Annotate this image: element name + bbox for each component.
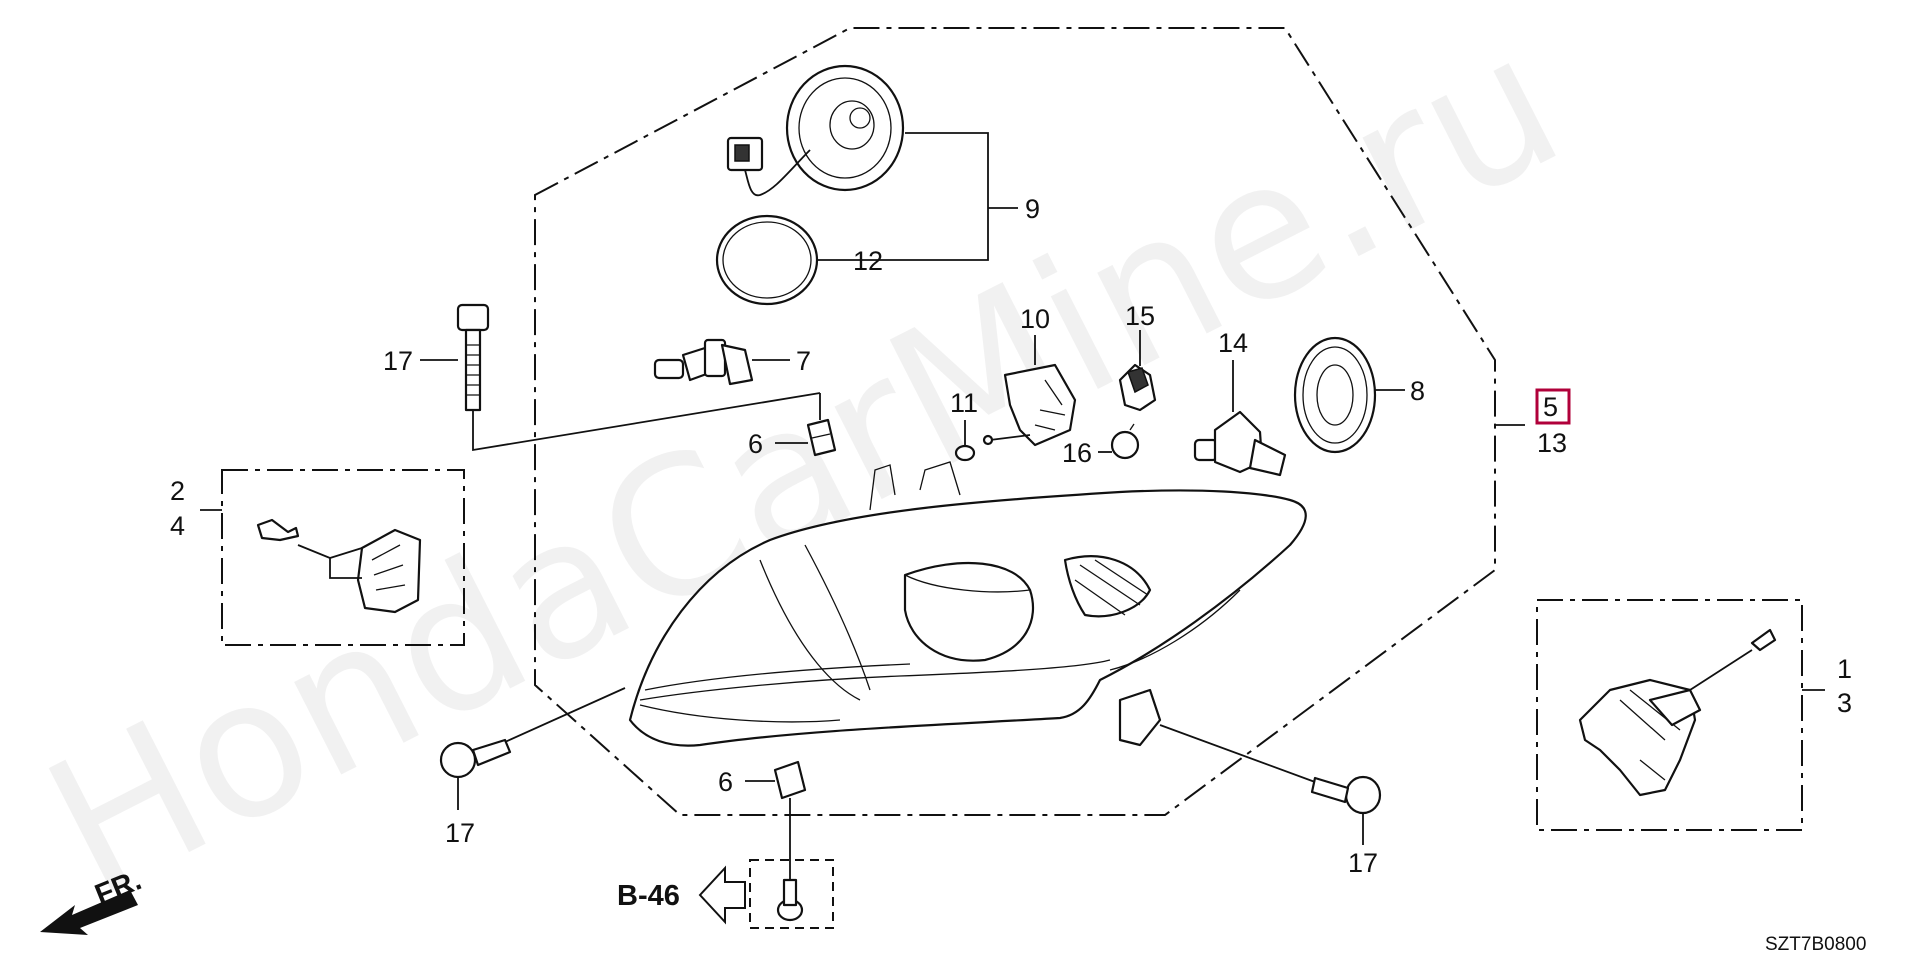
reference-bolt[interactable] (776, 878, 804, 922)
mounting-bracket-right[interactable] (1578, 628, 1777, 797)
label-15[interactable]: 15 (1125, 301, 1155, 331)
label-12[interactable]: 12 (853, 246, 883, 276)
label-4[interactable]: 4 (170, 511, 185, 541)
dust-cover[interactable] (1293, 336, 1377, 454)
leader-9-12 (817, 132, 1018, 261)
label-14[interactable]: 14 (1218, 328, 1248, 358)
leader-1-3 (1689, 649, 1825, 691)
bracket-group-right-boundary (1536, 599, 1803, 831)
leader-17-lower-left (457, 687, 626, 810)
wedge-bulb[interactable] (1110, 423, 1140, 460)
bulb-socket[interactable] (1118, 363, 1157, 412)
leader-6-upper (775, 393, 821, 444)
reference-arrow-icon (698, 865, 746, 925)
flange-bolt-lower-left[interactable] (439, 738, 512, 779)
label-17-top[interactable]: 17 (383, 346, 413, 376)
label-3[interactable]: 3 (1837, 688, 1852, 718)
socket-cover-harness[interactable] (726, 64, 905, 197)
flange-bolt-lower-right[interactable] (1310, 775, 1382, 815)
spring-clip-upper[interactable] (806, 418, 837, 457)
label-16[interactable]: 16 (1062, 438, 1092, 468)
reference-label[interactable]: B-46 (617, 880, 680, 912)
leader-17-lower-right (1159, 724, 1364, 845)
flange-bolt-top[interactable] (456, 303, 490, 412)
label-6-upper[interactable]: 6 (748, 429, 763, 459)
nut[interactable] (954, 444, 976, 462)
label-17-lower-right[interactable]: 17 (1348, 848, 1378, 878)
leveling-actuator[interactable] (982, 363, 1077, 447)
label-10[interactable]: 10 (1020, 304, 1050, 334)
leader-2-4 (200, 509, 363, 579)
halogen-bulb[interactable] (653, 338, 754, 386)
label-6-lower[interactable]: 6 (718, 767, 733, 797)
label-17-lower-left[interactable]: 17 (445, 818, 475, 848)
front-direction-arrow-icon (40, 890, 138, 935)
leader-6-lower (745, 780, 791, 880)
mounting-bracket-left[interactable] (256, 518, 422, 614)
label-9[interactable]: 9 (1025, 194, 1040, 224)
spring-clip-lower[interactable] (773, 760, 807, 800)
headlight-housing[interactable] (628, 461, 1307, 747)
label-11[interactable]: 11 (950, 388, 978, 418)
label-2[interactable]: 2 (170, 476, 185, 506)
label-13[interactable]: 13 (1537, 428, 1567, 458)
leader-17-top (420, 359, 821, 452)
label-7[interactable]: 7 (796, 346, 811, 376)
hb-bulb[interactable] (1193, 410, 1287, 477)
o-ring[interactable] (715, 214, 819, 306)
label-1[interactable]: 1 (1837, 654, 1852, 684)
label-8[interactable]: 8 (1410, 376, 1425, 406)
highlight-box-5 (1535, 388, 1571, 425)
headlight-assembly-boundary (534, 27, 1496, 816)
diagram-code: SZT7B0800 (1765, 934, 1866, 955)
label-5[interactable]: 5 (1543, 392, 1558, 422)
bracket-group-left-boundary (221, 469, 465, 646)
